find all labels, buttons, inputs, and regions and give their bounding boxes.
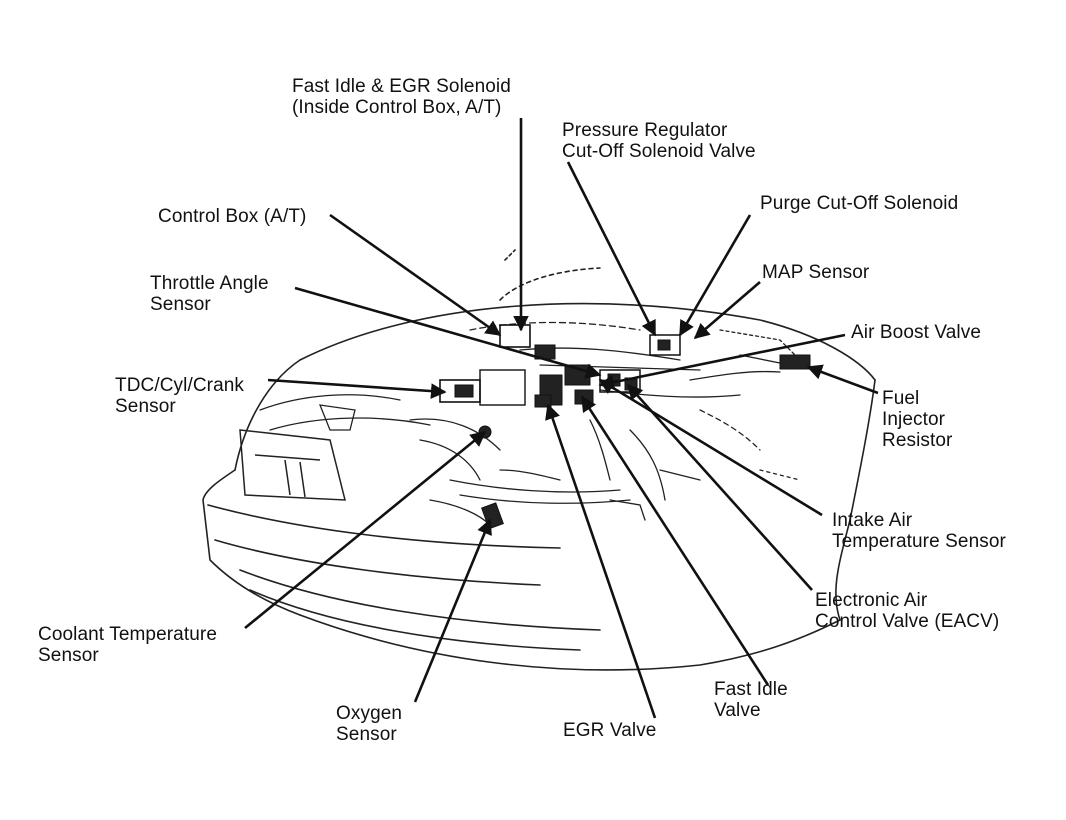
label-throttle-angle-sensor: Throttle Angle Sensor [150, 273, 269, 315]
leader-map-sensor [693, 281, 761, 340]
label-intake-air-temperature-sensor: Intake Air Temperature Sensor [832, 510, 1006, 552]
label-map-sensor: MAP Sensor [762, 262, 870, 283]
leader-intake-air-temp [598, 378, 823, 517]
leader-throttle-angle [294, 286, 602, 379]
label-egr-valve: EGR Valve [563, 720, 657, 741]
leader-lines [244, 118, 879, 719]
leader-air-boost [598, 333, 846, 390]
label-control-box: Control Box (A/T) [158, 206, 307, 227]
leader-eacv [626, 383, 813, 591]
headlight [239, 429, 346, 501]
leader-egr-valve [545, 403, 657, 719]
label-fast-idle-valve: Fast Idle Valve [714, 679, 788, 721]
label-air-boost-valve: Air Boost Valve [851, 322, 981, 343]
leader-control-box [329, 213, 502, 337]
leader-coolant-temp [244, 430, 487, 630]
leader-oxygen-sensor [413, 518, 492, 703]
label-oxygen-sensor: Oxygen Sensor [336, 703, 403, 745]
engine-parts [439, 324, 811, 530]
label-tdc-cyl-crank-sensor: TDC/Cyl/Crank Sensor [115, 375, 245, 417]
leader-purge-cutoff [678, 214, 752, 337]
leader-fast-idle-valve [580, 395, 770, 686]
car-body-outline [202, 249, 876, 671]
label-fast-idle-egr-solenoid: Fast Idle & EGR Solenoid (Inside Control… [292, 76, 511, 118]
label-pressure-regulator: Pressure Regulator Cut-Off Solenoid Valv… [562, 120, 756, 162]
label-coolant-temperature-sensor: Coolant Temperature Sensor [38, 624, 217, 666]
label-fuel-injector-resistor: Fuel Injector Resistor [882, 388, 953, 451]
label-purge-cutoff-solenoid: Purge Cut-Off Solenoid [760, 193, 959, 214]
leader-fuel-injector-resistor [806, 364, 879, 395]
leader-pressure-regulator [566, 161, 657, 337]
engine-bay-components [259, 321, 801, 526]
label-eacv: Electronic Air Control Valve (EACV) [815, 590, 1000, 632]
leader-tdc-sensor [267, 378, 447, 399]
